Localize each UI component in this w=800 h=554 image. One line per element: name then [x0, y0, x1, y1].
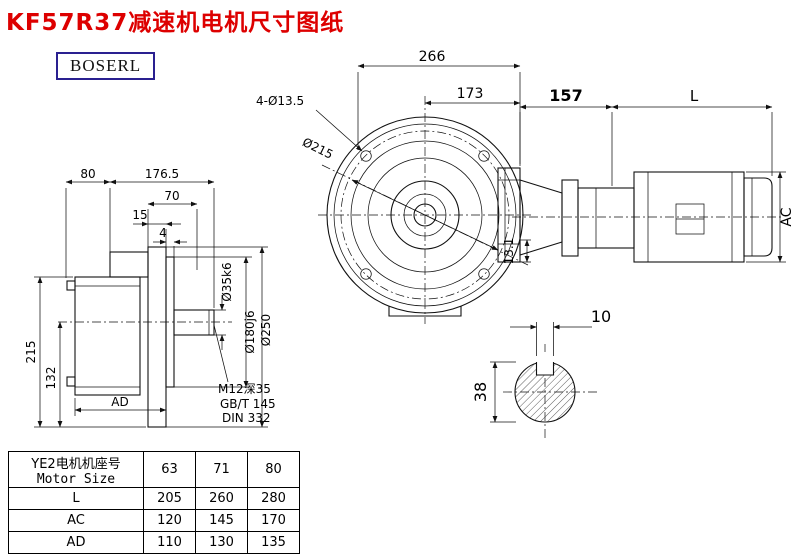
dim-15-label: 15: [132, 208, 147, 222]
bolt-hole: [478, 268, 490, 280]
dim-4-label: 4: [159, 226, 167, 240]
dim-176-5-label: 176.5: [145, 167, 179, 181]
dim-AD: AD: [74, 395, 167, 416]
size-71: 71: [195, 451, 248, 488]
size-63: 63: [143, 451, 196, 488]
dim-176-5: 176.5: [109, 167, 215, 308]
dim-80: 80: [65, 167, 111, 278]
table-row-AD: AD 110 130 135: [8, 531, 300, 554]
dim-132-label: 132: [44, 367, 58, 390]
dim-spigot-dia: Ø180j6: [174, 256, 257, 388]
table-header-row: YE2电机机座号 Motor Size 63 71 80: [8, 451, 300, 488]
bolt-hole: [360, 268, 372, 280]
dim-70-label: 70: [164, 189, 179, 203]
dim-L-label: L: [690, 87, 699, 105]
dim-AD-label: AD: [111, 395, 128, 409]
L-63: 205: [143, 487, 196, 510]
dim-shaft-dia-label: Ø35k6: [220, 262, 234, 301]
dim-shaft-dia: Ø35k6: [214, 262, 234, 350]
dim-157: 157: [519, 86, 613, 186]
dim-bolt-circle: Ø215: [300, 135, 529, 266]
tap-note-2: GB/T 145: [220, 397, 276, 411]
dim-157-label: 157: [549, 86, 582, 105]
dim-bolt-holes: 4-Ø13.5: [256, 94, 363, 152]
AC-63: 120: [143, 509, 196, 532]
dim-173: 173: [424, 86, 521, 106]
dim-flange-dia-label: Ø250: [259, 314, 273, 346]
AC-71: 145: [195, 509, 248, 532]
dim-spigot-dia-label: Ø180j6: [243, 310, 257, 353]
page-title: KF57R37减速机电机尺寸图纸: [6, 10, 345, 36]
dim-key-width: 10: [510, 307, 611, 356]
L-80: 280: [247, 487, 300, 510]
dim-215: 215: [24, 276, 146, 428]
motor-size-table: YE2电机机座号 Motor Size 63 71 80 L 205 260 2…: [8, 451, 300, 554]
dim-132: 132: [44, 321, 63, 428]
dim-shaft-38: 38: [471, 361, 516, 423]
dim-13-1: 13.1: [502, 238, 531, 265]
size-80: 80: [247, 451, 300, 488]
AD-80: 135: [247, 531, 300, 554]
dim-key-width-label: 10: [591, 307, 611, 326]
brand-logo: BOSERL: [56, 52, 156, 80]
table-header-en: Motor Size: [36, 471, 116, 487]
flange-circles: [318, 96, 534, 324]
dim-flange-dia: Ø250: [166, 246, 273, 428]
table-header-cn: YE2电机机座号: [31, 456, 121, 472]
dim-15: 15: [132, 208, 181, 247]
table-row-L: L 205 260 280: [8, 487, 300, 510]
L-71: 260: [195, 487, 248, 510]
AD-63: 110: [143, 531, 196, 554]
row-label-AC: AC: [8, 509, 144, 532]
dim-13-1-label: 13.1: [502, 238, 516, 265]
dim-AC-label: AC: [779, 207, 795, 226]
dim-bolt-circle-label: Ø215: [300, 135, 335, 162]
dim-70: 70: [147, 189, 198, 270]
keyway-notch: [535, 362, 555, 376]
dim-80-label: 80: [80, 167, 95, 181]
dim-215-label: 215: [24, 341, 38, 364]
dim-shaft-38-label: 38: [471, 382, 490, 402]
bolt-hole: [478, 150, 490, 162]
tap-note-3: DIN 332: [222, 411, 270, 425]
dim-173-label: 173: [457, 86, 484, 102]
front-view: Ø215 4-Ø13.5 266 173 13.1: [256, 49, 534, 324]
tap-note-1: M12深35: [218, 382, 271, 396]
table-header-motor-size: YE2电机机座号 Motor Size: [8, 451, 144, 488]
dim-bolt-holes-label: 4-Ø13.5: [256, 94, 304, 108]
row-label-L: L: [8, 487, 144, 510]
shaft-section-view: 10 38: [471, 307, 611, 438]
motor-view: 157 L AC: [512, 86, 795, 263]
AC-80: 170: [247, 509, 300, 532]
table-row-AC: AC 120 145 170: [8, 509, 300, 532]
dim-L: L: [611, 87, 773, 176]
row-label-AD: AD: [8, 531, 144, 554]
AD-71: 130: [195, 531, 248, 554]
side-view: 80 176.5 70 15 4: [24, 167, 276, 428]
bolt-hole: [360, 150, 372, 162]
dim-4: 4: [153, 226, 187, 258]
dim-AC: AC: [746, 171, 795, 263]
motor-outline: [519, 171, 773, 263]
gearbox-outline: [58, 246, 232, 428]
dim-266-label: 266: [419, 49, 446, 65]
tap-hole-note: M12深35 GB/T 145 DIN 332: [213, 324, 276, 425]
